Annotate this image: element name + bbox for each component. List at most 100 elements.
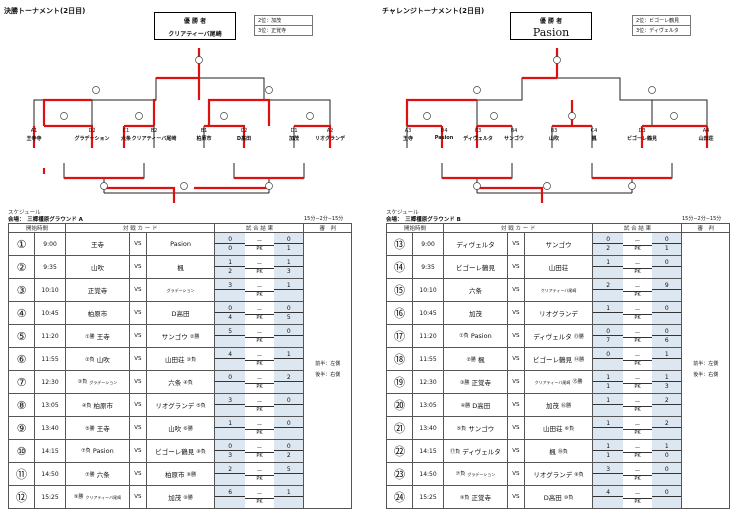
source-match-ref: ⑦負 xyxy=(81,447,91,454)
home-team-cell: 六条 xyxy=(442,278,509,302)
start-time: 9:35 xyxy=(34,255,66,279)
referee-cell: 前半：左側後半：右側 xyxy=(681,232,730,509)
away-team-cell: D高田 ⑩負 xyxy=(523,485,594,509)
home-score: 0 xyxy=(215,373,245,382)
away-score: 2 xyxy=(652,419,682,428)
vs-label: VS xyxy=(507,278,525,302)
start-time: 11:20 xyxy=(412,324,444,348)
champion-label: 優 勝 者 xyxy=(183,18,207,25)
home-score: 5 xyxy=(215,327,245,336)
source-match-ref: ⑨勝 xyxy=(73,493,84,500)
start-time: 15:25 xyxy=(412,485,444,509)
source-match-ref: ⑱負 xyxy=(557,448,568,455)
home-score: 1 xyxy=(593,396,623,405)
vs-label: VS xyxy=(507,255,525,279)
home-pk-score xyxy=(593,359,622,368)
start-time: 12:30 xyxy=(34,370,66,394)
source-match-ref: ⑬勝 xyxy=(573,333,584,340)
home-score: 3 xyxy=(593,465,623,474)
pk-label: PK xyxy=(256,337,263,344)
team-seed: B4 xyxy=(510,128,518,134)
home-team-cell: ①負 Pasion xyxy=(442,324,509,348)
match-number: ⑫ xyxy=(7,485,36,509)
third-place: 3位：正覚寺 xyxy=(254,25,313,36)
home-pk-score xyxy=(593,313,622,322)
away-pk-score xyxy=(274,359,303,368)
away-team-cell: サンゴウ xyxy=(523,232,594,256)
col-result: 試 合 結 果 xyxy=(592,223,683,233)
match-number: ㉔ xyxy=(385,485,414,509)
home-pk-score xyxy=(593,428,622,437)
away-pk-score xyxy=(652,428,681,437)
home-score: 1 xyxy=(593,419,623,428)
away-pk-score: 3 xyxy=(286,268,291,275)
away-team: 柏原市 xyxy=(165,471,185,479)
away-score: 2 xyxy=(652,396,682,405)
match-number: ⑩ xyxy=(7,439,36,463)
pk-label: PK xyxy=(634,452,641,459)
schedule-label: スケジュール xyxy=(386,210,419,216)
away-pk-score xyxy=(652,313,681,322)
away-score: 1 xyxy=(274,350,304,359)
team-name: 楓 xyxy=(591,136,597,142)
home-pk-score xyxy=(593,474,622,483)
match-number: ㉓ xyxy=(385,462,414,486)
vs-label: VS xyxy=(129,278,147,302)
home-team-cell: 柏原市 xyxy=(64,301,131,325)
away-team: Pasion xyxy=(170,240,191,248)
away-pk-score: 5 xyxy=(286,314,291,321)
team-seed: C4 xyxy=(590,128,598,134)
start-time: 14:15 xyxy=(412,439,444,463)
home-score: 0 xyxy=(593,350,623,359)
home-team: ディヴェルタ xyxy=(462,448,501,456)
home-team-cell: ⑤負 サンゴウ xyxy=(442,416,509,440)
source-match-ref: ⑧負 xyxy=(574,471,584,478)
home-team-cell: ③勝 正覚寺 xyxy=(442,370,509,394)
away-pk-score xyxy=(274,497,303,506)
pk-label: PK xyxy=(634,337,641,344)
second-place: 2位：加茂 xyxy=(254,15,313,26)
home-team: サンゴウ xyxy=(468,425,495,433)
vs-label: VS xyxy=(507,370,525,394)
team-seed: C1 xyxy=(122,128,130,134)
away-score: 1 xyxy=(652,373,682,382)
team-name: リオグランデ xyxy=(315,136,345,142)
home-team-cell: ①勝 王寺 xyxy=(64,324,131,348)
source-match-ref: ⑤勝 xyxy=(85,425,95,432)
home-score: 0 xyxy=(593,235,623,244)
second-place: 2位：ビゴーレ鶴見 xyxy=(632,15,691,26)
team-name: ビゴーレ鶴見 xyxy=(626,136,657,142)
home-team-cell: ⑦負 グラデーション xyxy=(442,462,509,486)
match-number: ⑦ xyxy=(7,370,36,394)
away-score: 0 xyxy=(652,327,682,336)
team-seed: A4 xyxy=(702,128,710,134)
home-pk-score xyxy=(593,290,622,299)
home-team-cell: 王寺 xyxy=(64,232,131,256)
home-team: 六条 xyxy=(96,471,110,479)
vs-label: VS xyxy=(507,393,525,417)
pk-label: PK xyxy=(256,383,263,390)
start-time: 9:35 xyxy=(412,255,444,279)
source-match-ref: ⑮勝 xyxy=(572,378,583,385)
away-team: 山田荘 xyxy=(548,264,569,272)
vs-label: VS xyxy=(507,462,525,486)
vs-label: VS xyxy=(129,370,147,394)
pk-label: PK xyxy=(256,498,263,505)
home-score: 0 xyxy=(593,327,623,336)
home-pk-score: 7 xyxy=(606,337,611,344)
home-pk-score: 1 xyxy=(606,452,611,459)
champion-box: 優 勝 者 クリアティーバ尾崎 xyxy=(154,12,236,40)
home-team: ディヴェルタ xyxy=(456,241,495,249)
team-seed: A3 xyxy=(404,128,412,134)
vs-label: VS xyxy=(507,232,525,256)
source-match-ref: ⑦負 xyxy=(455,470,466,477)
match-number: ⑮ xyxy=(385,278,414,302)
away-team-cell: リオグランデ ⑤負 xyxy=(145,393,216,417)
home-team: 柏原市 xyxy=(93,402,114,410)
